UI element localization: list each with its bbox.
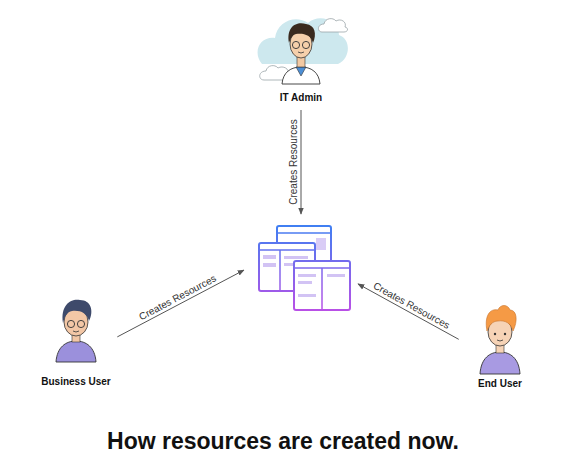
- connector-arrow: [117, 270, 244, 337]
- avatar-glasses: [302, 41, 309, 48]
- avatar-eye: [504, 333, 506, 335]
- node-label: IT Admin: [280, 92, 322, 104]
- edge-label: Creates Resources: [137, 272, 218, 323]
- window-content: [298, 281, 312, 284]
- avatar-glasses: [67, 320, 74, 327]
- avatar-hair: [288, 23, 314, 43]
- person-node: Business User: [40, 298, 112, 388]
- window-content: [298, 274, 316, 277]
- node-label: Business User: [41, 376, 110, 388]
- node-label: End User: [478, 378, 522, 390]
- diagram-caption: How resources are created now.: [0, 427, 566, 455]
- avatar-collar: [296, 67, 306, 76]
- end-user-avatar: [480, 306, 520, 375]
- resource-group: [251, 222, 351, 314]
- it-admin-avatar: [258, 18, 348, 84]
- small-cloud: [318, 19, 347, 32]
- window-title-bar: [259, 249, 315, 251]
- edge-label: Creates Resources: [371, 280, 452, 332]
- window-frame: [294, 261, 350, 310]
- person-node: IT Admin: [258, 8, 344, 104]
- avatar-glasses: [292, 41, 299, 48]
- window-content: [316, 238, 326, 250]
- resource-windows-icon: [259, 226, 350, 310]
- avatar-glasses: [77, 320, 84, 327]
- avatar-shirt: [56, 341, 96, 362]
- window-title-bar: [277, 232, 331, 234]
- window-content: [263, 263, 276, 267]
- avatar-mouth: [497, 340, 503, 341]
- avatar-hair: [63, 300, 92, 323]
- avatar-mouth: [73, 331, 79, 332]
- window-content: [298, 294, 316, 297]
- avatar-eye: [494, 333, 496, 335]
- cloud-backdrop: [258, 18, 348, 64]
- connector-arrow: [301, 110, 302, 214]
- avatar-hair: [486, 306, 516, 332]
- avatar-shirt: [282, 67, 320, 84]
- window-content: [263, 255, 276, 259]
- person-node: End User: [464, 306, 536, 390]
- window-content: [327, 274, 345, 277]
- window-divider: [321, 268, 323, 310]
- avatar-mouth: [298, 52, 304, 53]
- window-content: [284, 256, 308, 259]
- window-divider: [279, 250, 281, 291]
- business-user-avatar: [56, 300, 96, 362]
- edge-label: Creates Resources: [288, 119, 300, 205]
- avatar-shirt: [480, 352, 520, 374]
